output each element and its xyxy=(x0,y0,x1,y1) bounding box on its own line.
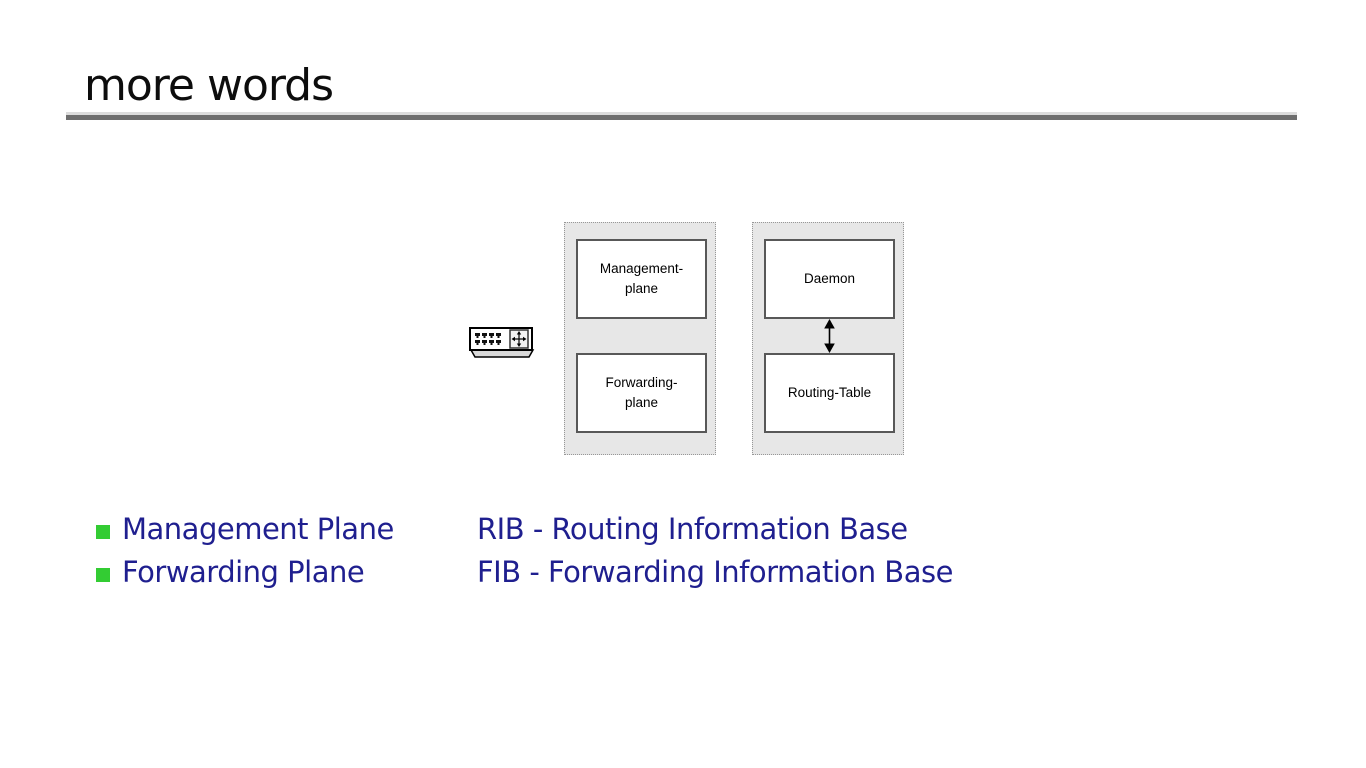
box-daemon: Daemon xyxy=(764,239,895,319)
title-underline xyxy=(66,112,1297,120)
box-management-plane: Management- plane xyxy=(576,239,707,319)
box-forwarding-plane-line1: Forwarding- xyxy=(605,375,678,391)
definition-fib: FIB - Forwarding Information Base xyxy=(477,555,953,589)
box-management-plane-line1: Management- xyxy=(599,261,684,277)
box-daemon-label: Daemon xyxy=(803,271,856,287)
box-routing-table: Routing-Table xyxy=(764,353,895,433)
box-management-plane-line2: plane xyxy=(624,281,659,296)
planes-group: Management- plane Forwarding- plane xyxy=(564,222,716,455)
box-routing-table-label: Routing-Table xyxy=(787,385,872,401)
box-forwarding-plane-line2: plane xyxy=(624,395,659,410)
bullet-square-icon xyxy=(96,525,110,539)
box-forwarding-plane: Forwarding- plane xyxy=(576,353,707,433)
daemon-group: Daemon Routing-Table xyxy=(752,222,904,455)
router-switch-icon xyxy=(468,326,536,362)
definition-rib: RIB - Routing Information Base xyxy=(477,512,908,546)
bullet-label-forwarding-plane: Forwarding Plane xyxy=(122,555,365,589)
page-title: more words xyxy=(84,60,334,111)
double-arrow-icon xyxy=(821,319,838,353)
bullet-square-icon xyxy=(96,568,110,582)
bullet-label-management-plane: Management Plane xyxy=(122,512,394,546)
